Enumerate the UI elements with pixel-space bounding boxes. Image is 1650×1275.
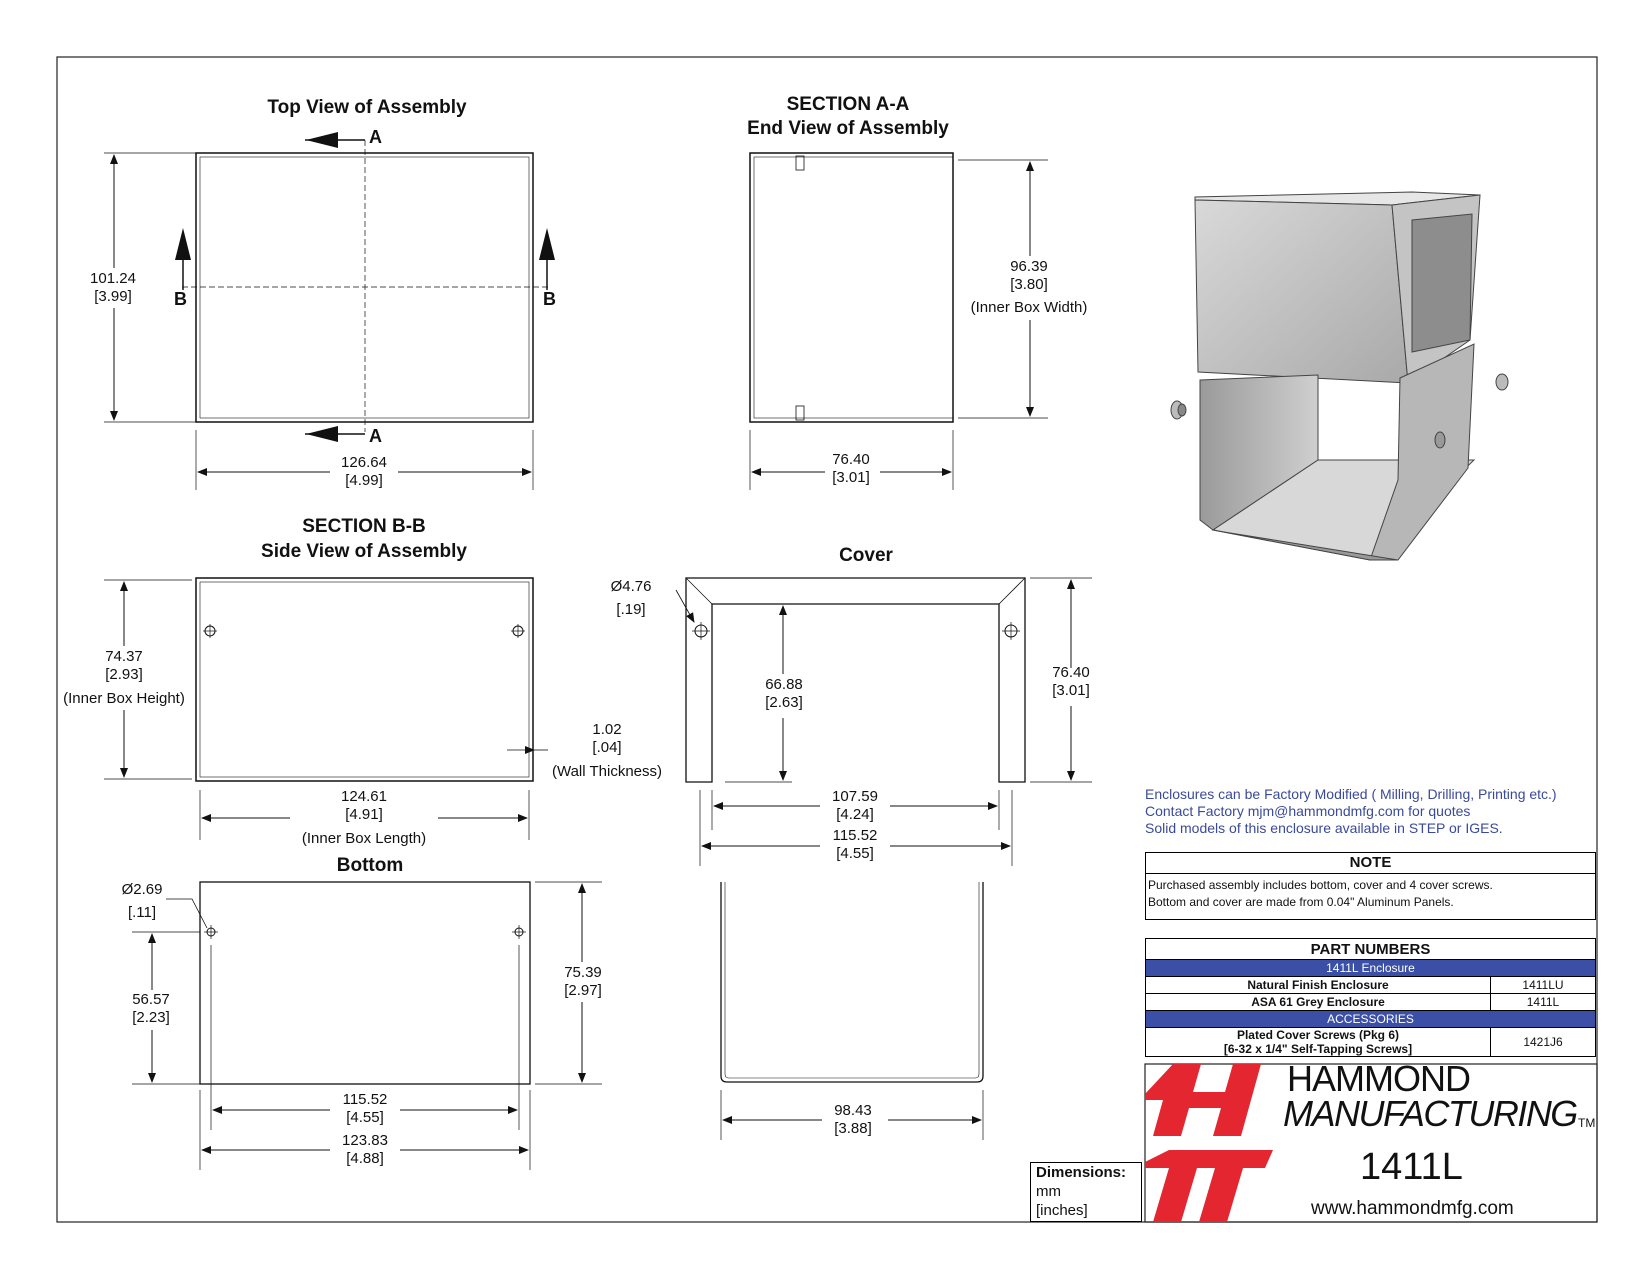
section-arrow-a-bottom (306, 426, 338, 442)
section-b-height-note: (Inner Box Height) (63, 690, 185, 707)
part-numbers-heading: PART NUMBERS (1145, 938, 1596, 960)
top-height-mm: 101.24 (90, 270, 136, 287)
units-box: Dimensions: mm [inches] (1030, 1162, 1142, 1222)
section-label-a-bottom: A (369, 426, 382, 446)
cover-height-in: [3.01] (1052, 682, 1090, 699)
cover-inner-width-in: [4.24] (836, 806, 874, 823)
section-b-wall-mm: 1.02 (592, 721, 621, 738)
bottom-view (132, 881, 602, 1170)
note-box: NOTE Purchased assembly includes bottom,… (1145, 852, 1596, 920)
section-arrow-a-top (306, 132, 338, 148)
section-label-b-right: B (543, 289, 556, 309)
top-view-title: Top View of Assembly (267, 97, 467, 118)
part-description: Plated Cover Screws (Pkg 6) [6-32 x 1/4"… (1145, 1027, 1491, 1057)
bottom-width-in: [4.88] (346, 1150, 384, 1167)
info-line: Enclosures can be Factory Modified ( Mil… (1145, 786, 1557, 802)
bottom-height-mm: 75.39 (564, 964, 602, 981)
accessories-band: ACCESSORIES (1145, 1010, 1596, 1028)
hammond-logo-icon (1145, 1064, 1273, 1222)
cover-inner-height-in: [2.63] (765, 694, 803, 711)
section-a-width-mm: 76.40 (832, 451, 870, 468)
info-line: Solid models of this enclosure available… (1145, 820, 1503, 836)
cover-title: Cover (839, 545, 893, 566)
cover-width-in: [4.55] (836, 845, 874, 862)
section-label-b-left: B (174, 289, 187, 309)
note-heading: NOTE (1146, 853, 1595, 874)
bottom-height-in: [2.97] (564, 982, 602, 999)
part-number: 1411L (1490, 993, 1596, 1011)
units-heading: Dimensions: (1036, 1164, 1127, 1181)
note-body: Purchased assembly includes bottom, cove… (1146, 874, 1595, 914)
cover-width-mm: 115.52 (833, 827, 878, 844)
section-b-height-in: [2.93] (105, 666, 143, 683)
part-description: Natural Finish Enclosure (1145, 976, 1491, 994)
cover-view (675, 577, 1092, 866)
isometric-assembly (1170, 191, 1509, 561)
part-number: 1411LU (1490, 976, 1596, 994)
section-b-title: SECTION B-B (302, 516, 426, 537)
cover-hole-mm: Ø4.76 (611, 578, 652, 595)
section-b-subtitle: Side View of Assembly (261, 541, 467, 562)
enclosure-band: 1411L Enclosure (1145, 959, 1596, 977)
section-b-length-in: [4.91] (345, 806, 383, 823)
part-number-title: 1411L (1360, 1146, 1463, 1188)
bottom-width-mm: 123.83 (342, 1132, 388, 1149)
cover-height-mm: 76.40 (1052, 664, 1090, 681)
section-b-length-note: (Inner Box Length) (302, 830, 426, 847)
section-a-subtitle: End View of Assembly (747, 118, 949, 139)
section-a-inner-width-note: (Inner Box Width) (971, 299, 1088, 316)
bottom-hole-height-mm: 56.57 (132, 991, 170, 1008)
table-row: Natural Finish Enclosure 1411LU (1145, 976, 1596, 994)
bottom-end-width-in: [3.88] (834, 1120, 872, 1137)
trademark-mark: TM (1578, 1116, 1596, 1130)
section-arrow-b-right (539, 228, 555, 260)
section-a-inner-width-mm: 96.39 (1010, 258, 1048, 275)
table-row: ASA 61 Grey Enclosure 1411L (1145, 993, 1596, 1011)
cover-inner-width-mm: 107.59 (832, 788, 878, 805)
part-number: 1421J6 (1490, 1027, 1596, 1057)
section-b-view (104, 577, 548, 840)
bottom-hole-in: [.11] (128, 904, 156, 921)
top-width-in: [4.99] (345, 472, 383, 489)
brand-line-2: MANUFACTURING (1283, 1093, 1578, 1134)
note-line: Bottom and cover are made from 0.04" Alu… (1148, 895, 1454, 909)
section-a-inner-width-in: [3.80] (1010, 276, 1048, 293)
section-a-width-in: [3.01] (832, 469, 870, 486)
units-inches: [inches] (1036, 1202, 1088, 1219)
cover-hole-in: [.19] (616, 601, 645, 618)
part-description-line: Plated Cover Screws (Pkg 6) (1236, 1028, 1400, 1042)
part-numbers-table: PART NUMBERS 1411L Enclosure Natural Fin… (1145, 938, 1596, 1057)
info-line: Contact Factory mjm@hammondmfg.com for q… (1145, 803, 1471, 819)
bottom-end-view (720, 882, 984, 1140)
section-b-length-mm: 124.61 (341, 788, 387, 805)
units-mm: mm (1036, 1183, 1061, 1200)
bottom-hole-height-in: [2.23] (132, 1009, 170, 1026)
bottom-end-width-mm: 98.43 (834, 1102, 872, 1119)
brand-line-1: HAMMOND (1287, 1058, 1471, 1099)
section-b-wall-note: (Wall Thickness) (552, 763, 662, 780)
sheet-border (56, 56, 1598, 1223)
modification-info: Enclosures can be Factory Modified ( Mil… (1145, 786, 1615, 837)
part-description-line: [6-32 x 1/4" Self-Tapping Screws] (1223, 1042, 1413, 1056)
bottom-hole-mm: Ø2.69 (122, 881, 163, 898)
part-description: ASA 61 Grey Enclosure (1145, 993, 1491, 1011)
section-arrow-b-left (175, 228, 191, 260)
cover-inner-height-mm: 66.88 (765, 676, 803, 693)
section-a-view (749, 152, 1048, 490)
bottom-hole-width-in: [4.55] (346, 1109, 384, 1126)
section-a-title: SECTION A-A (787, 94, 910, 115)
title-block-frame (1144, 1063, 1598, 1223)
bottom-title: Bottom (337, 855, 403, 876)
section-b-wall-in: [.04] (592, 739, 621, 756)
section-b-height-mm: 74.37 (105, 648, 143, 665)
top-width-mm: 126.64 (341, 454, 387, 471)
website-link[interactable]: www.hammondmfg.com (1311, 1198, 1514, 1219)
note-line: Purchased assembly includes bottom, cove… (1148, 878, 1493, 892)
bottom-hole-width-mm: 115.52 (343, 1091, 388, 1108)
section-label-a-top: A (369, 127, 382, 147)
table-row: Plated Cover Screws (Pkg 6) [6-32 x 1/4"… (1145, 1027, 1596, 1057)
top-height-in: [3.99] (94, 288, 132, 305)
